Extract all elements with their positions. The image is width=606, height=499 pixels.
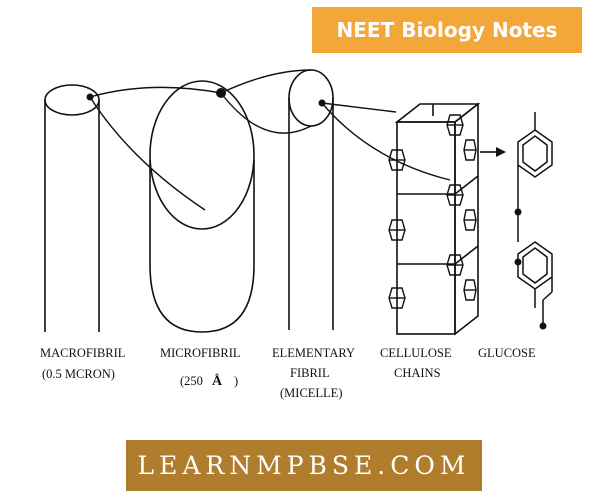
label-angstrom-unit: Å <box>212 373 223 389</box>
label-microfibril-size-suffix: ) <box>234 374 238 388</box>
glucose-node-2 <box>514 258 522 266</box>
neet-biology-notes-badge: NEET Biology Notes <box>312 7 582 53</box>
label-microfibril-size-prefix: (250 <box>180 374 203 388</box>
filled-markers <box>86 88 547 330</box>
microfibril-cylinder <box>149 80 255 333</box>
label-fibril: FIBRIL <box>290 366 330 380</box>
glucose-chain <box>517 112 553 326</box>
microfibril-point <box>216 88 226 98</box>
macrofibril-point <box>86 93 94 101</box>
label-macrofibril-size: (0.5 MCRON) <box>42 367 115 381</box>
elementary-point <box>318 99 326 107</box>
label-microfibril: MICROFIBRIL <box>160 346 241 360</box>
cellulose-chains-box <box>394 102 481 336</box>
label-macrofibril: MACROFIBRIL <box>40 346 125 360</box>
diagram-labels: MACROFIBRIL (0.5 MCRON) MICROFIBRIL (250… <box>40 346 536 400</box>
macrofibril-cylinder <box>44 84 100 332</box>
label-elementary: ELEMENTARY <box>272 346 355 360</box>
zoom-connector-lines <box>89 69 451 211</box>
label-glucose: GLUCOSE <box>478 346 536 360</box>
label-cellulose: CELLULOSE <box>380 346 452 360</box>
chain-cross-sections <box>388 114 477 309</box>
arrowhead-icon <box>496 147 506 157</box>
glucose-node-3 <box>539 322 547 330</box>
learnmpbse-com-badge: LEARNMPBSE.COM <box>126 440 482 491</box>
label-chains: CHAINS <box>394 366 441 380</box>
label-micelle: (MICELLE) <box>280 386 342 400</box>
glucose-node-1 <box>514 208 522 216</box>
